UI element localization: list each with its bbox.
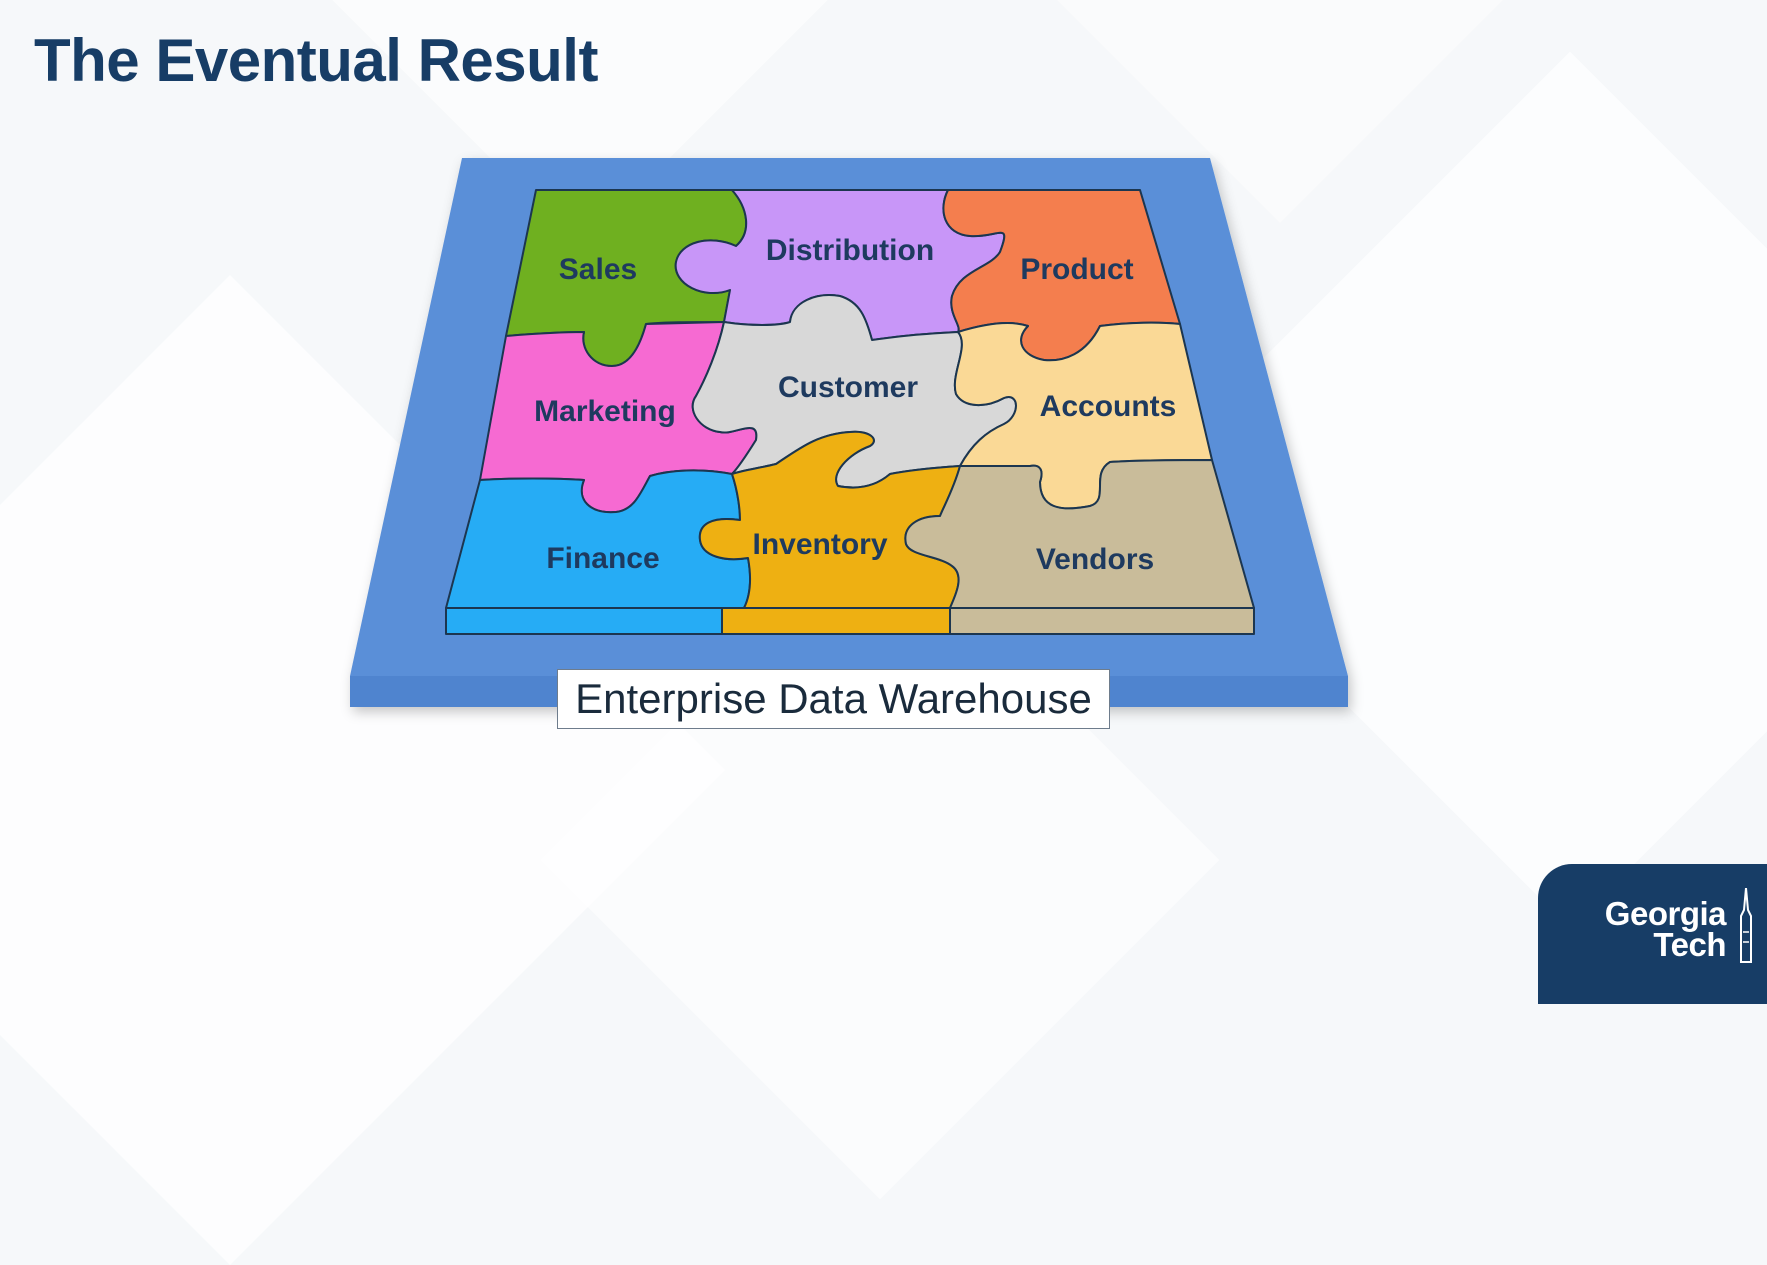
- puzzle-diagram: Sales Distribution Product Marketing Cus…: [350, 158, 1348, 707]
- board-edge-inventory: [721, 607, 951, 635]
- label-inventory: Inventory: [752, 528, 887, 561]
- label-vendors: Vendors: [1036, 543, 1154, 576]
- label-sales: Sales: [559, 253, 637, 286]
- warehouse-label: Enterprise Data Warehouse: [557, 669, 1110, 729]
- label-product: Product: [1020, 253, 1133, 286]
- label-marketing: Marketing: [534, 395, 676, 428]
- logo-line-1: Georgia: [1604, 895, 1727, 932]
- piece-labels: Sales Distribution Product Marketing Cus…: [534, 234, 1176, 576]
- logo-line-2: Tech: [1653, 926, 1726, 963]
- puzzle-board: [445, 189, 1255, 635]
- board-edge-finance: [445, 607, 723, 635]
- board-edge-vendors: [949, 607, 1255, 635]
- label-customer: Customer: [778, 371, 918, 404]
- label-distribution: Distribution: [766, 234, 934, 267]
- georgia-tech-logo: Georgia Tech: [1538, 864, 1767, 1004]
- label-accounts: Accounts: [1040, 390, 1177, 423]
- tower-icon: [1740, 888, 1752, 963]
- label-finance: Finance: [546, 542, 659, 575]
- slide-title: The Eventual Result: [34, 27, 598, 94]
- logo-wordmark: Georgia Tech: [1604, 895, 1727, 963]
- puzzle-piece-vendors: [904, 459, 1255, 609]
